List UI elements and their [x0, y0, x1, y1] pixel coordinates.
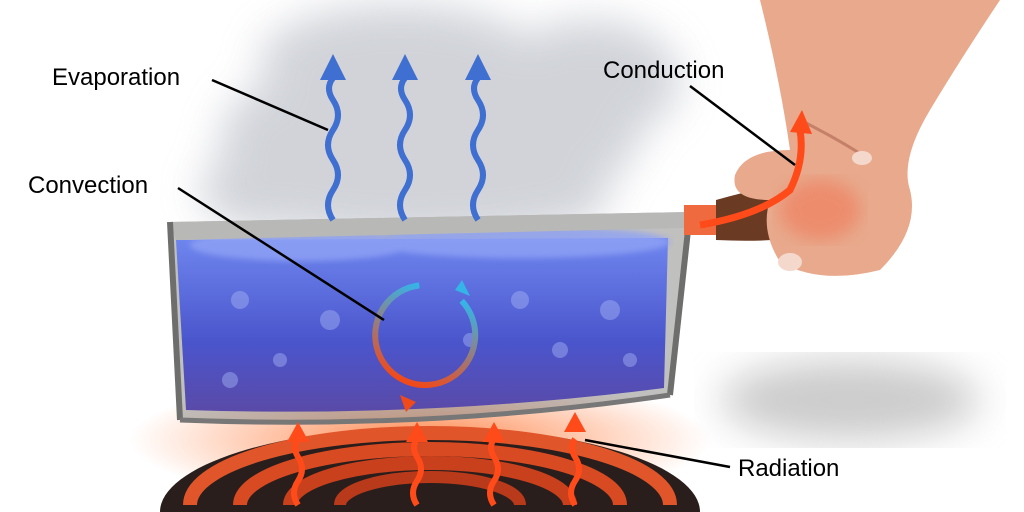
convection-leader — [177, 186, 385, 322]
steam-cloud — [200, 5, 680, 240]
hand — [734, 0, 1000, 276]
conduction-arrow — [699, 110, 812, 229]
radiation-arrow — [487, 437, 501, 507]
label-radiation: Radiation — [738, 455, 840, 482]
radiation-arrows — [291, 437, 582, 507]
label-evaporation: Evaporation — [52, 64, 181, 91]
radiation-arrow — [568, 437, 582, 507]
convection-cycle — [372, 280, 479, 412]
pan — [167, 211, 693, 425]
evaporation-arrow — [325, 76, 341, 222]
radiation-arrowheads — [287, 412, 586, 442]
radiation-leader — [584, 438, 731, 469]
evaporation-arrow — [397, 76, 413, 222]
leader-lines — [177, 78, 796, 469]
label-convection: Convection — [28, 172, 149, 199]
label-conduction: Conduction — [603, 57, 725, 84]
evaporation-arrow — [470, 76, 486, 222]
shadow — [720, 360, 980, 440]
radiation-arrow — [410, 437, 424, 507]
evaporation-arrowheads — [320, 54, 491, 80]
conduction-leader — [689, 85, 796, 166]
radiation-arrow — [291, 437, 305, 507]
evaporation-arrows — [325, 76, 486, 222]
evaporation-leader — [211, 78, 329, 132]
